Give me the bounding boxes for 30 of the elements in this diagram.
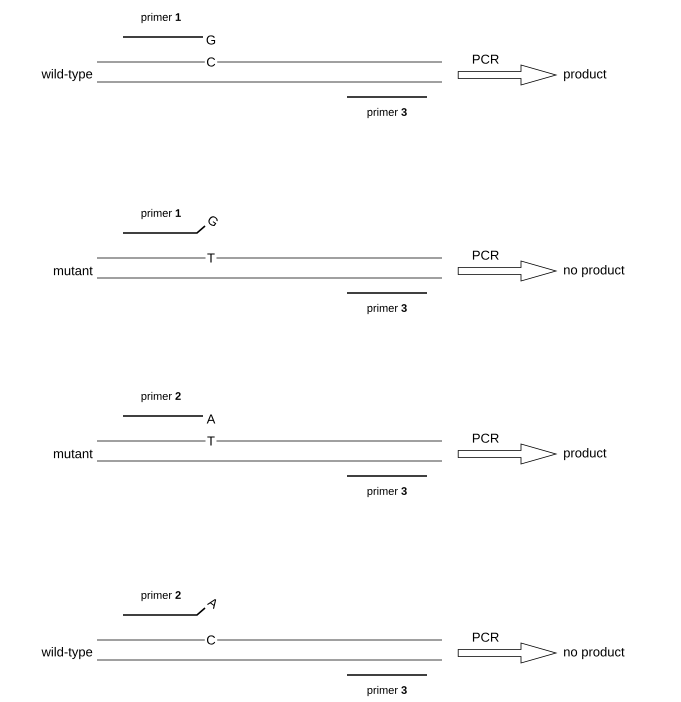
strain-label: wild-type <box>42 646 92 660</box>
primer-label: primer 1 <box>142 208 181 220</box>
block-arrow <box>458 64 558 86</box>
result-label: product <box>564 68 606 82</box>
strain-label: wild-type <box>42 68 92 82</box>
result-label: no product <box>564 264 625 278</box>
base-letter: T <box>206 435 216 447</box>
result-label: product <box>564 448 606 460</box>
block-arrow <box>458 642 558 664</box>
primer-label: primer 2 <box>142 392 181 402</box>
primer-label: primer 3 <box>368 486 407 498</box>
result-label: no product <box>564 646 625 660</box>
edge-label: PCR <box>470 432 500 444</box>
mismatched-base: G <box>208 216 218 226</box>
base-letter: C <box>204 634 218 646</box>
primer-label: primer 3 <box>368 304 407 314</box>
block-arrow <box>458 260 558 282</box>
primer-label: primer 2 <box>142 590 181 602</box>
strain-label: mutant <box>54 266 93 276</box>
primer-label: primer 3 <box>368 108 407 118</box>
block-arrow <box>458 443 558 465</box>
edge-label: PCR <box>470 632 500 643</box>
primer-label: primer 3 <box>368 686 407 696</box>
mismatched-base: A <box>206 598 216 610</box>
edge-label: PCR <box>470 54 500 65</box>
strain-label: mutant <box>54 450 93 458</box>
base-letter: C <box>204 56 218 68</box>
primer-label: primer 1 <box>142 12 181 24</box>
edge-label: PCR <box>470 250 500 261</box>
base-letter: T <box>206 252 216 264</box>
